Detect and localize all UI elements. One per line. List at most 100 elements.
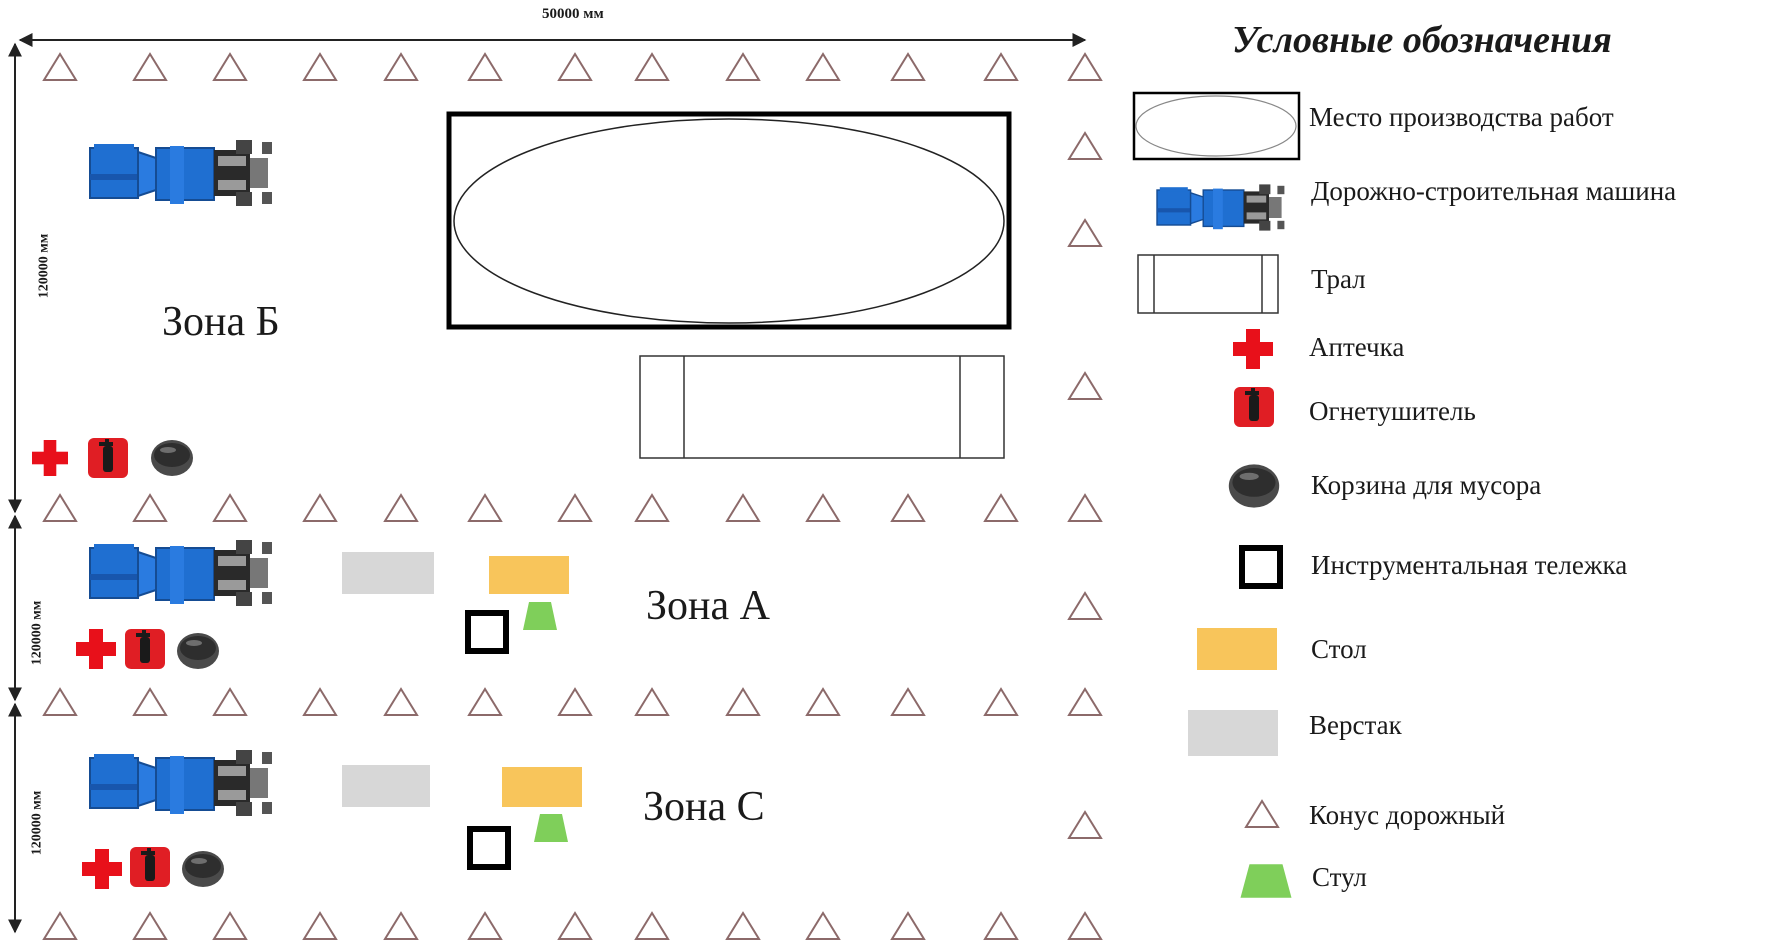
road-cone [891,688,925,716]
road-cone [303,53,337,81]
zone-b-label: Зона Б [162,299,280,345]
road-cone [1068,219,1102,247]
chair-zone-c [534,814,568,842]
road-cone [133,53,167,81]
legend-label-chair: Стул [1312,862,1367,892]
height-dimension-label-top: 120000 мм [36,233,52,299]
zone-a-label: Зона А [646,583,770,629]
legend-fire-extinguisher-icon [1234,387,1274,427]
road-cone [726,688,760,716]
road-cone [43,912,77,940]
legend-label-road-cone: Конус дорожный [1309,800,1506,830]
fire-extinguisher-zone-c [130,847,170,887]
table-zone-a [489,556,569,594]
legend-label-trash-bin: Корзина для мусора [1311,470,1542,500]
road-cone [726,494,760,522]
chair-zone-a [523,602,557,630]
width-dimension-label: 50000 мм [542,6,604,22]
road-cone [213,494,247,522]
tool-cart-zone-c [470,829,508,867]
legend-trailer-icon [1137,254,1279,314]
legend-label-trailer: Трал [1311,264,1366,294]
trailer [639,355,1005,459]
road-cone [43,53,77,81]
height-dimension-label-bottom: 120000 мм [29,790,45,856]
trash-bin-zone-c [182,851,224,887]
legend-first-aid-icon [1233,329,1273,369]
tool-cart-zone-a [468,613,506,651]
road-cone [1068,132,1102,160]
legend-chair-icon [1240,864,1292,898]
first-aid-zone-c [82,849,122,889]
legend-label-road-machine: Дорожно-строительная машина [1311,176,1677,206]
road-cone [635,912,669,940]
trash-bin-zone-b [151,440,193,476]
workbench-zone-c [342,765,430,807]
road-cone [891,494,925,522]
road-cone [133,688,167,716]
legend-trash-bin-icon [1228,464,1280,508]
road-cone [635,494,669,522]
legend-work-area-icon [1132,91,1301,161]
road-cone [891,912,925,940]
road-cone [213,912,247,940]
road-cone [43,494,77,522]
road-cone [984,688,1018,716]
legend-label-first-aid: Аптечка [1309,332,1405,362]
road-cone [806,688,840,716]
road-cone [384,912,418,940]
height-dimension-label-mid: 120000 мм [29,600,45,666]
road-cone [726,912,760,940]
road-cone [726,53,760,81]
road-cone [558,912,592,940]
road-cone [1068,688,1102,716]
road-cone [984,53,1018,81]
road-machine-zone-c [89,749,273,817]
road-machine-zone-b [89,139,273,207]
road-cone [1068,811,1102,839]
road-cone [1068,494,1102,522]
road-cone [133,912,167,940]
first-aid-zone-b [32,440,68,476]
legend-tool-cart-icon [1242,548,1280,586]
legend-table-icon [1197,628,1277,670]
work-area [446,111,1012,330]
road-cone [133,494,167,522]
legend-label-fire-extinguisher: Огнетушитель [1309,396,1476,426]
legend-workbench-icon [1188,710,1278,756]
road-cone [468,494,502,522]
legend-label-workbench: Верстак [1309,710,1402,740]
road-cone [303,494,337,522]
road-machine-zone-a [89,539,273,607]
road-cone [43,688,77,716]
road-cone [468,688,502,716]
road-cone [1068,53,1102,81]
road-cone [984,912,1018,940]
road-cone [806,494,840,522]
road-cone [1068,912,1102,940]
road-cone [558,494,592,522]
road-cone [213,53,247,81]
table-zone-c [502,767,582,807]
workbench-zone-a [342,552,434,594]
road-cone [1068,372,1102,400]
road-cone [468,53,502,81]
road-cone [984,494,1018,522]
road-cone [558,53,592,81]
road-cone [806,53,840,81]
legend-title: Условные обозначения [1232,19,1612,61]
legend-road-cone-icon [1245,800,1279,828]
road-cone [384,494,418,522]
road-cone [384,53,418,81]
zone-c-label: Зона С [643,784,765,830]
road-cone [806,912,840,940]
first-aid-zone-a [76,629,116,669]
road-cone [635,53,669,81]
trash-bin-zone-a [177,633,219,669]
road-cone [891,53,925,81]
fire-extinguisher-zone-a [125,629,165,669]
road-cone [384,688,418,716]
legend-label-tool-cart: Инструментальная тележка [1311,550,1628,580]
